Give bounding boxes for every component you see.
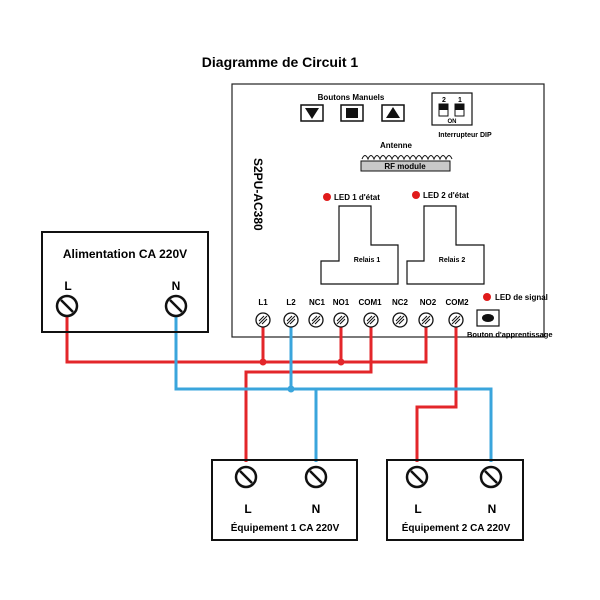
terminal-nc2 (392, 312, 408, 328)
learn-button-label: Bouton d'apprentissage (467, 330, 553, 339)
signal-led-label: LED de signal (495, 293, 548, 302)
neutral-wires (174, 306, 493, 462)
dip-switch-label: Interrupteur DIP (438, 132, 492, 139)
diagram-title: Diagramme de Circuit 1 (202, 54, 359, 70)
power-supply-title: Alimentation CA 220V (63, 247, 187, 261)
power-supply-box: Alimentation CA 220V L N (41, 231, 209, 333)
equipment1-title: Équipement 1 CA 220V (231, 521, 340, 534)
led1-indicator (323, 193, 331, 201)
equipment1-l-terminal (234, 465, 258, 489)
terminal-label-com1: COM1 (358, 298, 382, 307)
terminal-label-no1: NO1 (333, 298, 350, 307)
terminal-label-nc1: NC1 (309, 298, 326, 307)
down-arrow-icon (305, 108, 319, 119)
power-n-label: N (172, 279, 181, 293)
learn-button-icon (482, 314, 494, 322)
terminal-nc1 (308, 312, 324, 328)
terminal-l1 (255, 312, 271, 328)
signal-led-indicator (483, 293, 491, 301)
dip-switch[interactable]: 2 1 ON (431, 92, 473, 126)
led2-indicator (412, 191, 420, 199)
learn-button[interactable] (476, 309, 500, 327)
equipment2-n-terminal (479, 465, 503, 489)
dip-pos2-label: 2 (442, 97, 446, 104)
equipment1-n-terminal (304, 465, 328, 489)
terminal-label-l1: L1 (258, 298, 268, 307)
equipment2-n-label: N (488, 502, 497, 516)
terminal-com2 (448, 312, 464, 328)
equipment2-l-label: L (414, 502, 421, 516)
terminal-label-com2: COM2 (445, 298, 469, 307)
rf-module-label: RF module (384, 162, 426, 171)
led2-label: LED 2 d'état (423, 191, 469, 200)
terminal-label-l2: L2 (286, 298, 296, 307)
antenna-label: Antenne (380, 141, 413, 150)
manual-button-up[interactable] (381, 104, 405, 122)
equipment2-box: L N Équipement 2 CA 220V (386, 459, 524, 541)
terminal-label-no2: NO2 (420, 298, 437, 307)
relay2-label: Relais 2 (439, 257, 466, 264)
rf-module (360, 160, 451, 172)
power-l-terminal (55, 294, 79, 318)
terminal-screws (255, 312, 464, 328)
manual-button-down[interactable] (300, 104, 324, 122)
equipment2-title: Équipement 2 CA 220V (402, 521, 511, 534)
power-n-terminal (164, 294, 188, 318)
dip-on-label: ON (448, 119, 457, 125)
terminal-label-nc2: NC2 (392, 298, 409, 307)
dip-pos1-label: 1 (458, 97, 462, 104)
antenna-coil-icon (361, 155, 453, 161)
wire-junctions (259, 358, 345, 393)
power-l-label: L (64, 279, 71, 293)
up-arrow-icon (386, 107, 400, 118)
terminal-com1 (363, 312, 379, 328)
model-label: S2PU-AC380 (251, 158, 265, 231)
terminal-no1 (333, 312, 349, 328)
manual-button-stop[interactable] (340, 104, 364, 122)
controller-box: Boutons Manuels 2 1 ON Interrupteur DIP (231, 83, 553, 339)
terminal-l2 (283, 312, 299, 328)
terminal-labels: L1 L2 NC1 NO1 COM1 NC2 NO2 COM2 (258, 298, 469, 307)
led1-label: LED 1 d'état (334, 193, 380, 202)
relay1-label: Relais 1 (354, 257, 381, 264)
relay-1: Relais 1 (320, 205, 399, 285)
equipment1-l-label: L (244, 502, 251, 516)
manual-buttons-label: Boutons Manuels (318, 93, 385, 102)
square-icon (346, 108, 358, 118)
equipment1-box: L N Équipement 1 CA 220V (211, 459, 358, 541)
equipment2-l-terminal (405, 465, 429, 489)
equipment1-n-label: N (312, 502, 321, 516)
terminal-no2 (418, 312, 434, 328)
relay-2: Relais 2 (406, 205, 485, 285)
